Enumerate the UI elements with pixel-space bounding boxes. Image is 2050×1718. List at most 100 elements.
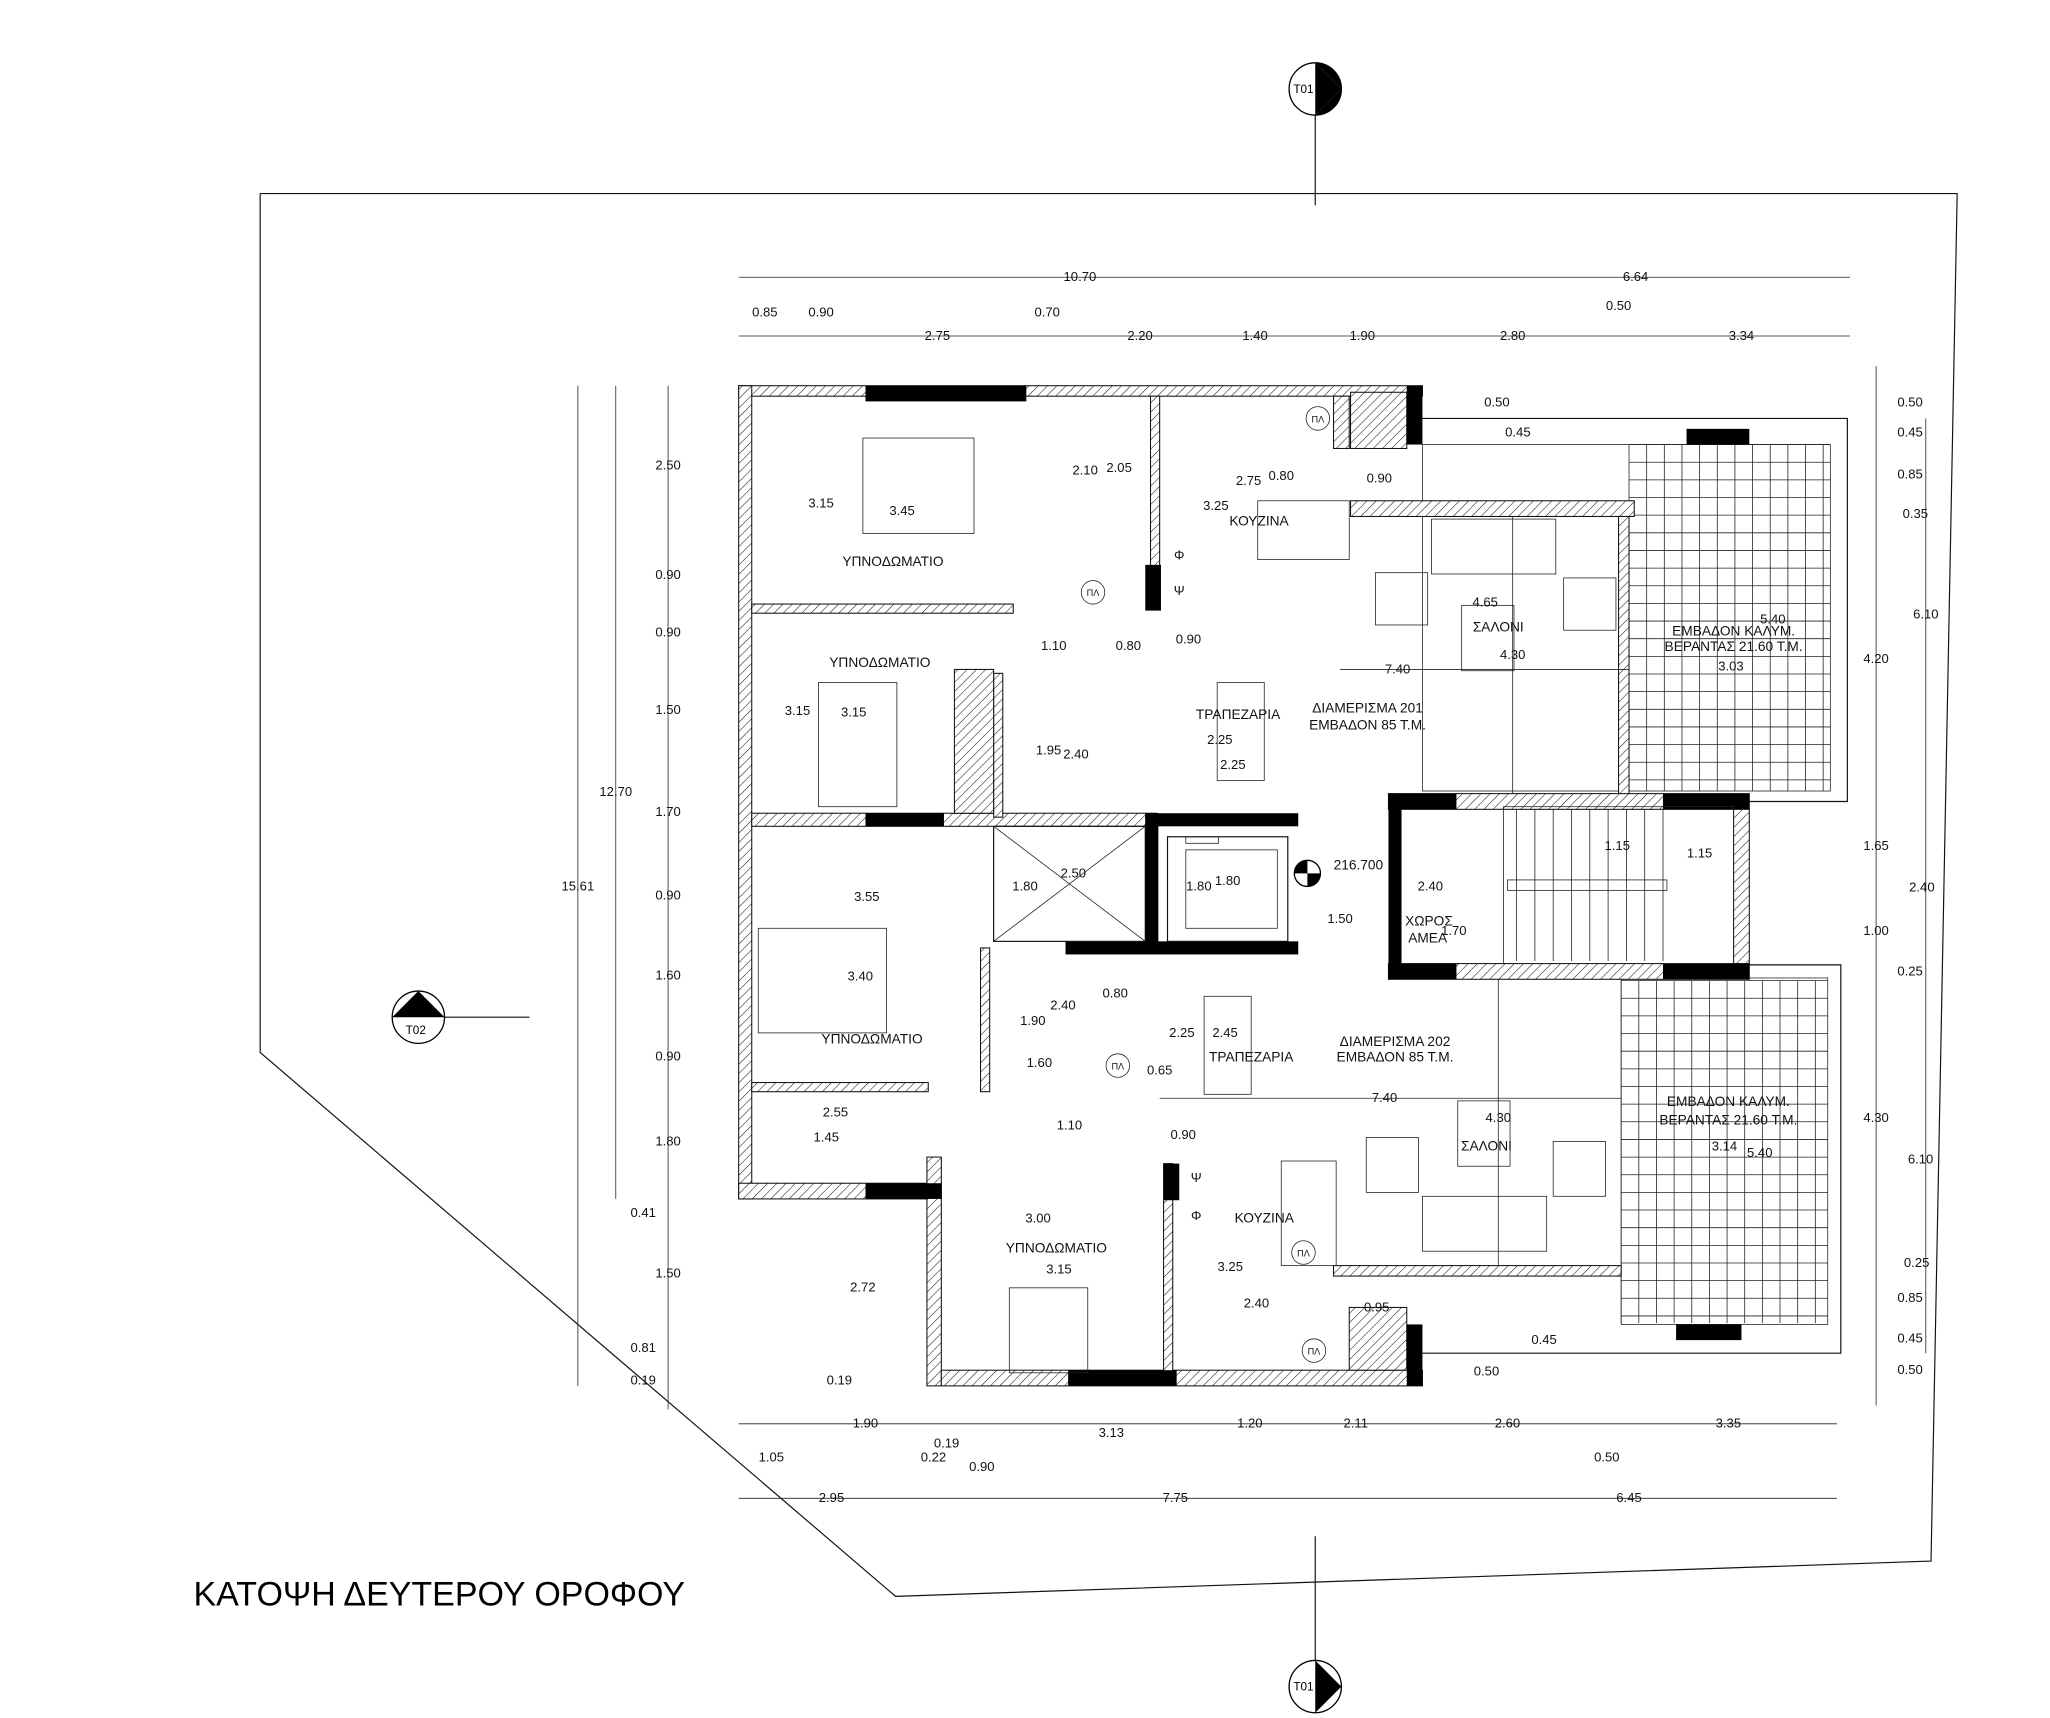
dimension-label: 2.40 xyxy=(1418,878,1443,893)
dimension-label: 3.14 xyxy=(1712,1139,1737,1154)
dimension-label: 0.41 xyxy=(631,1205,656,1220)
dimension-label: 1.70 xyxy=(1441,923,1466,938)
apartment-202-label: ΔΙΑΜΕΡΙΣΜΑ 202 xyxy=(1340,1034,1451,1049)
dimension-label: 1.50 xyxy=(655,1265,680,1280)
washer-icon: ΠΛ xyxy=(1308,1347,1322,1357)
elevator xyxy=(1166,836,1289,942)
freezer-icon: Ψ xyxy=(1174,583,1185,598)
dimension-label: 6.10 xyxy=(1908,1152,1933,1167)
dimension-label: 0.80 xyxy=(1269,468,1294,483)
dimension-label: 0.50 xyxy=(1474,1363,1499,1378)
dimension-label: 2.80 xyxy=(1500,328,1525,343)
dimension-label: 0.90 xyxy=(808,304,833,319)
dimension-label: 2.50 xyxy=(1061,865,1086,880)
veranda-lower xyxy=(1422,964,1842,1354)
dimension-label: 0.90 xyxy=(655,1048,680,1063)
dimension-lines xyxy=(577,276,1927,1499)
dimension-label: 0.25 xyxy=(1897,963,1922,978)
veranda-area: ΒΕΡΑΝΤΑΣ 21.60 Τ.Μ. xyxy=(1665,639,1803,654)
dimension-label: 0.19 xyxy=(827,1373,852,1388)
dimension-label: 2.40 xyxy=(1063,746,1088,761)
dimension-label: 3.25 xyxy=(1218,1259,1243,1274)
dimension-label: 3.34 xyxy=(1729,328,1754,343)
dimension-label: 4.65 xyxy=(1472,595,1497,610)
dimension-label: 1.40 xyxy=(1242,328,1267,343)
accessible-area-label: ΑΜΕΑ xyxy=(1408,931,1448,946)
dimension-label: 5.40 xyxy=(1747,1145,1772,1160)
dimension-label: 0.90 xyxy=(1170,1127,1195,1142)
dimension-label: 0.25 xyxy=(1904,1255,1929,1270)
freezer-icon: Ψ xyxy=(1191,1170,1202,1185)
plot-boundary xyxy=(259,192,1958,1597)
dimension-label: 0.22 xyxy=(921,1450,946,1465)
room-label-kitchen: ΚΟΥΖΙΝΑ xyxy=(1229,514,1289,529)
dimension-label: 1.05 xyxy=(759,1450,784,1465)
dimension-label: 2.40 xyxy=(1244,1295,1269,1310)
veranda-label: ΕΜΒΑΔΟΝ ΚΑΛΥΜ. xyxy=(1667,1094,1790,1109)
dimension-label: 1.60 xyxy=(1027,1055,1052,1070)
dimension-label: 6.45 xyxy=(1616,1490,1641,1505)
dimension-label: 2.20 xyxy=(1127,328,1152,343)
dimension-label: 7.75 xyxy=(1163,1490,1188,1505)
dimension-label: 3.15 xyxy=(1046,1261,1071,1276)
fridge-icon: Φ xyxy=(1191,1208,1201,1223)
dimension-label: 0.90 xyxy=(1367,470,1392,485)
dimension-label: 2.60 xyxy=(1495,1416,1520,1431)
apartment-201-area: ΕΜΒΑΔΟΝ 85 Τ.Μ. xyxy=(1309,718,1426,733)
dimension-label: 0.90 xyxy=(1176,631,1201,646)
dimension-label: 0.50 xyxy=(1484,395,1509,410)
washer-icon: ΠΛ xyxy=(1297,1248,1311,1258)
room-label-bedroom: ΥΠΝΟΔΩΜΑΤΙΟ xyxy=(1006,1241,1108,1256)
dimension-label: 5.40 xyxy=(1760,612,1785,627)
dimension-label: 0.70 xyxy=(1035,304,1060,319)
apartment-202-area: ΕΜΒΑΔΟΝ 85 Τ.Μ. xyxy=(1337,1050,1454,1065)
dimension-label: 0.80 xyxy=(1102,986,1127,1001)
dimension-label: 2.50 xyxy=(655,457,680,472)
room-label-dining: ΤΡΑΠΕΖΑΡΙΑ xyxy=(1209,1050,1294,1065)
dimension-label: 0.85 xyxy=(752,304,777,319)
dimension-label: 1.90 xyxy=(1350,328,1375,343)
dimension-label: 3.40 xyxy=(848,969,873,984)
veranda-area: ΒΕΡΑΝΤΑΣ 21.60 Τ.Μ. xyxy=(1659,1112,1797,1127)
furniture xyxy=(757,437,1617,1374)
section-marker-top: T01 xyxy=(1288,62,1343,206)
dimension-label: 0.85 xyxy=(1897,1290,1922,1305)
dimension-label: 3.00 xyxy=(1025,1210,1050,1225)
room-label-living: ΣΑΛΟΝΙ xyxy=(1473,620,1524,635)
dimension-label: 1.00 xyxy=(1863,923,1888,938)
apartment-201-label: ΔΙΑΜΕΡΙΣΜΑ 201 xyxy=(1312,701,1423,716)
dimension-label: 1.80 xyxy=(655,1133,680,1148)
dimension-label: 6.64 xyxy=(1623,269,1648,284)
dimension-label: 3.15 xyxy=(785,703,810,718)
dimension-label: 1.50 xyxy=(1327,911,1352,926)
dimension-label: 2.10 xyxy=(1072,463,1097,478)
washer-icon: ΠΛ xyxy=(1311,414,1325,424)
dimension-label: 4.30 xyxy=(1863,1110,1888,1125)
dimension-label: 1.80 xyxy=(1012,878,1037,893)
level-value: 216.700 xyxy=(1334,857,1384,872)
dimension-label: 2.75 xyxy=(925,328,950,343)
dimension-label: 0.45 xyxy=(1505,425,1530,440)
veranda-upper xyxy=(1422,417,1848,803)
dimension-label: 3.03 xyxy=(1718,659,1743,674)
dimension-label: 3.15 xyxy=(808,495,833,510)
dimension-label: 0.50 xyxy=(1897,395,1922,410)
level-marker xyxy=(1293,859,1322,888)
walls xyxy=(738,385,1750,1387)
dimension-label: 1.45 xyxy=(814,1129,839,1144)
dimension-label: 1.95 xyxy=(1036,742,1061,757)
dimension-label: 0.45 xyxy=(1897,1331,1922,1346)
drawing-title: ΚΑΤΟΨΗ ΔΕΥΤΕΡΟΥ ΟΡΟΦΟΥ xyxy=(193,1576,685,1614)
room-label-bedroom: ΥΠΝΟΔΩΜΑΤΙΟ xyxy=(829,655,931,670)
dimension-label: 1.10 xyxy=(1057,1118,1082,1133)
veranda-label: ΕΜΒΑΔΟΝ ΚΑΛΥΜ. xyxy=(1672,623,1795,638)
dimension-label: 2.25 xyxy=(1207,732,1232,747)
dimension-label: 0.35 xyxy=(1903,506,1928,521)
dimension-label: 1.50 xyxy=(655,702,680,717)
dimension-label: 2.95 xyxy=(819,1490,844,1505)
dimension-label: 0.90 xyxy=(655,625,680,640)
room-labels: ΥΠΝΟΔΩΜΑΤΙΟ ΥΠΝΟΔΩΜΑΤΙΟ ΥΠΝΟΔΩΜΑΤΙΟ ΥΠΝΟ… xyxy=(821,514,1802,1256)
dimension-label: 0.81 xyxy=(631,1340,656,1355)
dimension-label: 0.50 xyxy=(1606,298,1631,313)
